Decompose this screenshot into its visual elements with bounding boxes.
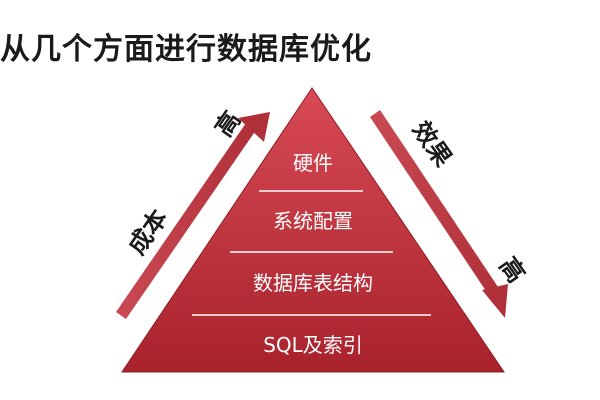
effect-high-label: 高 — [494, 252, 531, 288]
pyramid-body — [121, 87, 505, 373]
layer-label-sql-index: SQL及索引 — [263, 333, 363, 357]
effect-arrow — [370, 110, 508, 318]
page-title: 从几个方面进行数据库优化 — [0, 32, 372, 67]
pyramid: 硬件 系统配置 数据库表结构 SQL及索引 — [121, 87, 505, 373]
cost-arrow — [116, 112, 270, 319]
cost-arrow-head — [238, 112, 270, 142]
layer-label-table-structure: 数据库表结构 — [253, 271, 373, 295]
effect-arrow-head — [482, 284, 508, 318]
layer-label-system-config: 系统配置 — [273, 209, 353, 233]
layer-label-hardware: 硬件 — [293, 151, 333, 175]
cost-arrow-shaft — [116, 123, 256, 319]
effect-arrow-shaft — [370, 110, 500, 297]
